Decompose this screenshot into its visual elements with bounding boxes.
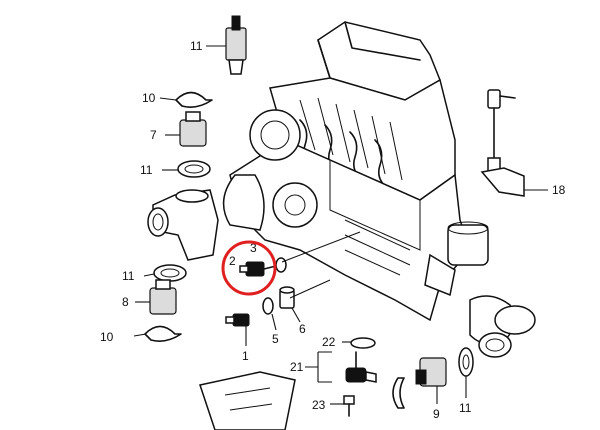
callout-5: 5 — [272, 332, 279, 346]
part-11-middle-oring — [143, 264, 187, 282]
callout-23: 23 — [312, 398, 326, 412]
callout-18: 18 — [552, 183, 566, 197]
part-2-3-sender — [239, 257, 287, 277]
callout-6: 6 — [299, 322, 306, 336]
part-1-sender — [225, 313, 250, 346]
part-18-sensor — [480, 89, 548, 197]
callout-10-lower: 10 — [100, 330, 114, 344]
callout-11-lower: 11 — [459, 401, 472, 415]
part-8-sensor — [135, 279, 177, 315]
part-23-bolt — [330, 395, 355, 417]
highlight-circle — [221, 240, 277, 296]
connection-lines — [281, 231, 361, 299]
engine-block — [199, 21, 536, 430]
part-11-lower-oring — [458, 347, 474, 398]
callout-2: 2 — [229, 254, 236, 268]
callout-10-upper: 10 — [142, 91, 156, 105]
callout-11-middle: 11 — [122, 269, 135, 283]
callout-7: 7 — [150, 128, 157, 142]
callout-22: 22 — [322, 335, 336, 349]
part-7-sensor — [165, 111, 207, 147]
callout-1: 1 — [242, 349, 249, 363]
callout-14: 11 — [190, 39, 203, 53]
part-10-upper-clip — [159, 91, 213, 108]
part-21-housing — [305, 351, 377, 383]
callout-21: 21 — [290, 360, 304, 374]
coolant-flange-left — [147, 189, 219, 261]
part-9-sender — [392, 357, 447, 409]
part-14-switch — [206, 15, 247, 75]
callout-3: 3 — [250, 241, 257, 255]
part-11-upper-oring — [162, 160, 211, 178]
callout-9: 9 — [433, 407, 440, 421]
part-6-fitting — [279, 286, 301, 323]
callout-11-upper: 11 — [140, 163, 153, 177]
part-22-oring — [342, 337, 376, 349]
callout-8: 8 — [122, 295, 129, 309]
part-5-washer — [262, 297, 277, 331]
part-10-lower-clip — [133, 325, 182, 342]
